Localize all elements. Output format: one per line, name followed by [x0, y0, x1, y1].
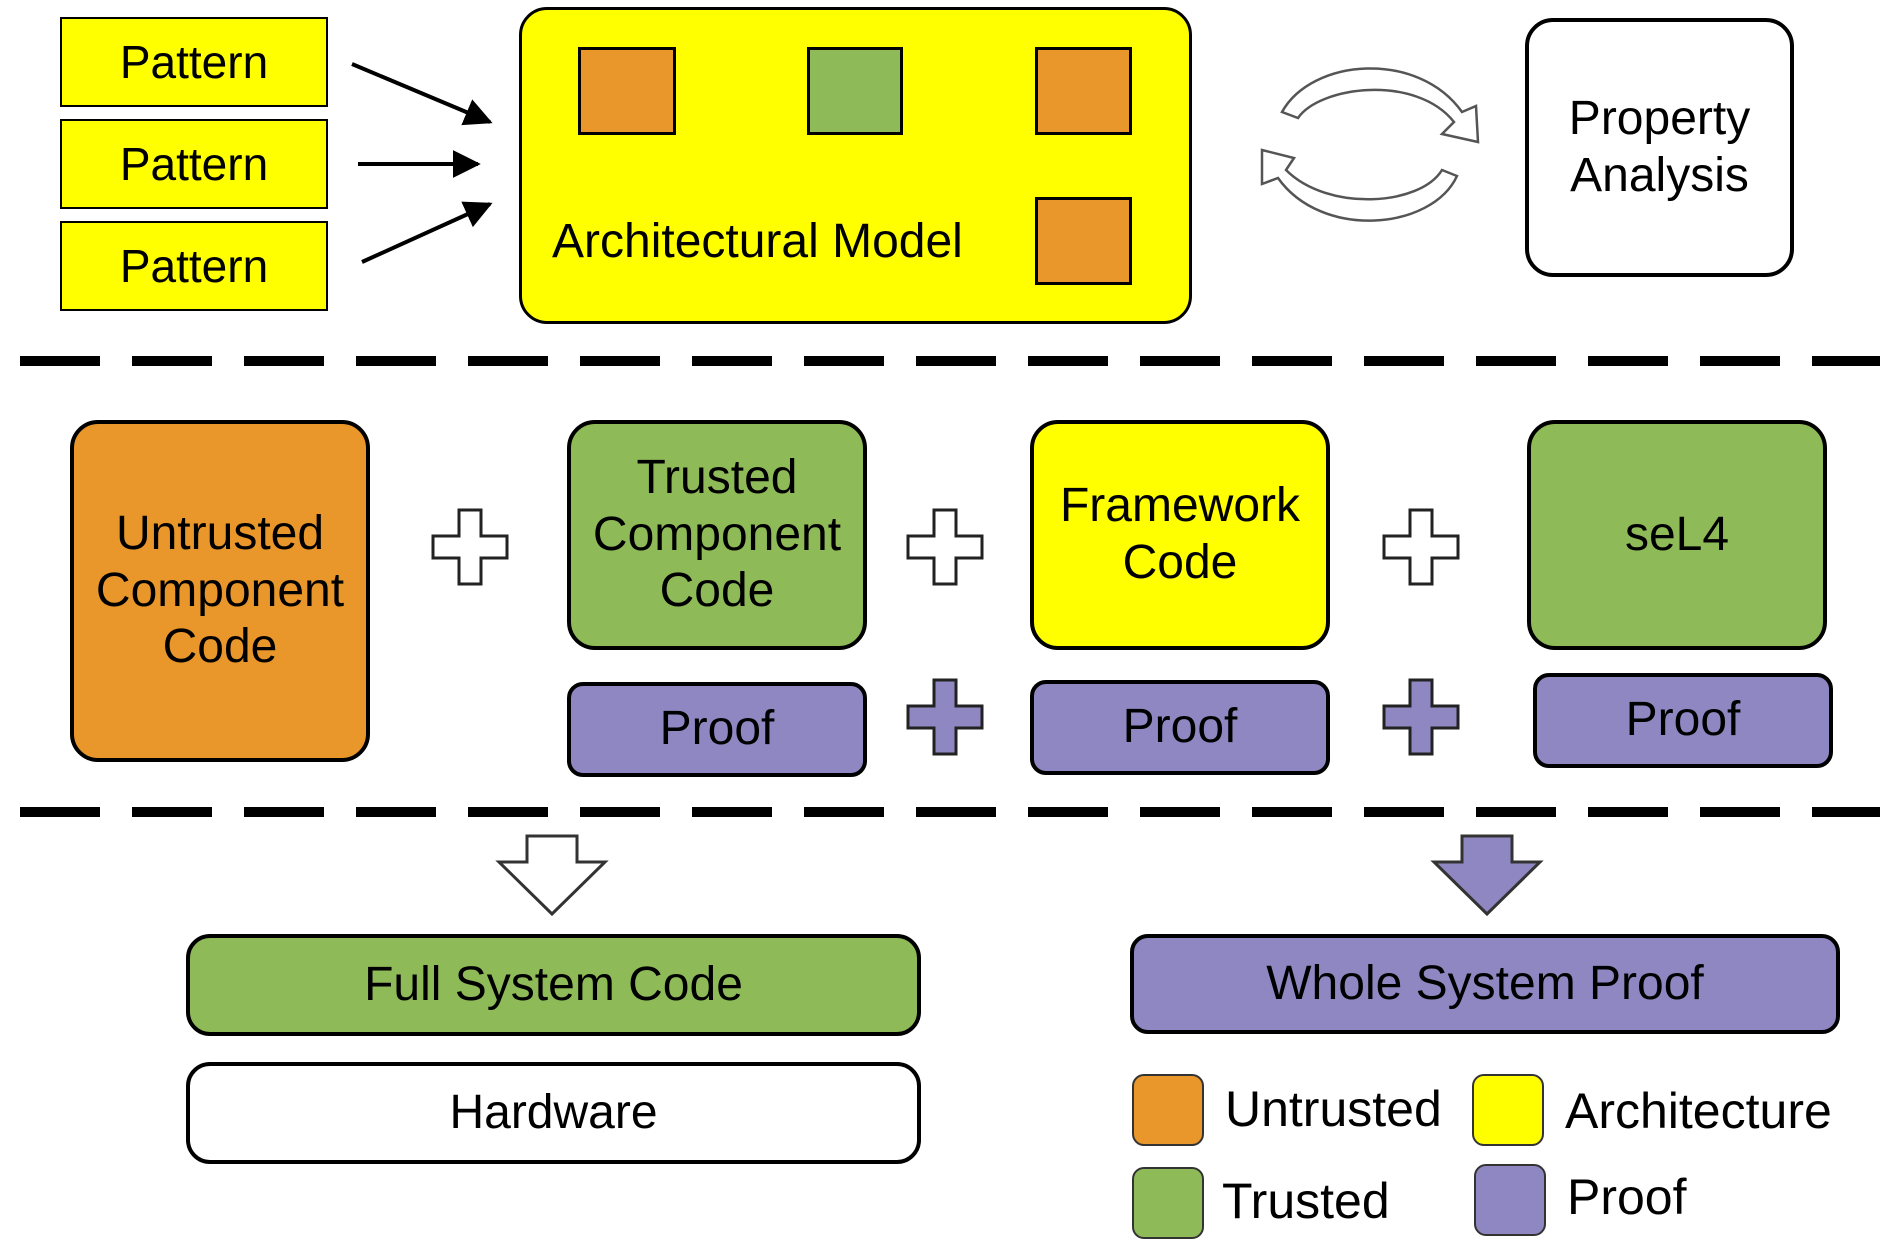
- proof-label: Proof: [1625, 693, 1741, 747]
- down-arrow-white-icon: [495, 834, 609, 917]
- model-trusted-node: [807, 47, 903, 135]
- proof-plus-icon: [906, 678, 984, 756]
- legend-label-architecture: Architecture: [1565, 1083, 1832, 1139]
- proof-label: Proof: [659, 702, 775, 756]
- pattern-box-2: Pattern: [60, 119, 328, 209]
- architectural-model-label: Architectural Model: [552, 215, 963, 268]
- legend-swatch-trusted: [1132, 1167, 1204, 1239]
- model-untrusted-node: [578, 47, 676, 135]
- plus-icon: [906, 508, 984, 586]
- framework-code-label: Framework Code: [1059, 479, 1301, 589]
- pattern-box-3: Pattern: [60, 221, 328, 311]
- whole-system-proof-box: Whole System Proof: [1130, 934, 1840, 1034]
- framework-code-box: Framework Code: [1030, 420, 1330, 650]
- pattern-arrow-1: [351, 62, 493, 126]
- trusted-component-label: Trusted Component Code: [592, 451, 842, 618]
- property-analysis-box: Property Analysis: [1525, 18, 1794, 277]
- legend-swatch-untrusted: [1132, 1074, 1204, 1146]
- pattern-label: Pattern: [119, 137, 269, 190]
- framework-proof-box: Proof: [1030, 680, 1330, 775]
- legend-label-untrusted: Untrusted: [1225, 1081, 1442, 1137]
- pattern-label: Pattern: [119, 35, 269, 88]
- sel4-box: seL4: [1527, 420, 1827, 650]
- cycle-arrows-icon: [1260, 67, 1480, 222]
- legend-label-proof: Proof: [1567, 1169, 1687, 1225]
- proof-plus-icon: [1382, 678, 1460, 756]
- down-arrow-purple-icon: [1430, 834, 1544, 917]
- property-analysis-label: Property Analysis: [1568, 91, 1751, 202]
- pattern-label: Pattern: [119, 239, 269, 292]
- model-untrusted-node: [1035, 197, 1132, 285]
- legend-swatch-proof: [1474, 1164, 1546, 1236]
- untrusted-component-label: Untrusted Component Code: [95, 507, 345, 674]
- pattern-arrow-3: [361, 201, 493, 264]
- whole-system-proof-label: Whole System Proof: [1266, 956, 1704, 1010]
- hardware-label: Hardware: [449, 1085, 658, 1139]
- full-system-code-box: Full System Code: [186, 934, 921, 1036]
- full-system-code-label: Full System Code: [364, 957, 743, 1011]
- legend-label-trusted: Trusted: [1222, 1173, 1390, 1229]
- pattern-box-1: Pattern: [60, 17, 328, 107]
- model-untrusted-node: [1035, 47, 1132, 135]
- untrusted-component-box: Untrusted Component Code: [70, 420, 370, 762]
- trusted-proof-box: Proof: [567, 682, 867, 777]
- hardware-box: Hardware: [186, 1062, 921, 1164]
- legend-swatch-architecture: [1472, 1074, 1544, 1146]
- sel4-proof-box: Proof: [1533, 673, 1833, 768]
- plus-icon: [431, 508, 509, 586]
- proof-label: Proof: [1122, 700, 1238, 754]
- trusted-component-box: Trusted Component Code: [567, 420, 867, 650]
- sel4-label: seL4: [1624, 507, 1730, 561]
- plus-icon: [1382, 508, 1460, 586]
